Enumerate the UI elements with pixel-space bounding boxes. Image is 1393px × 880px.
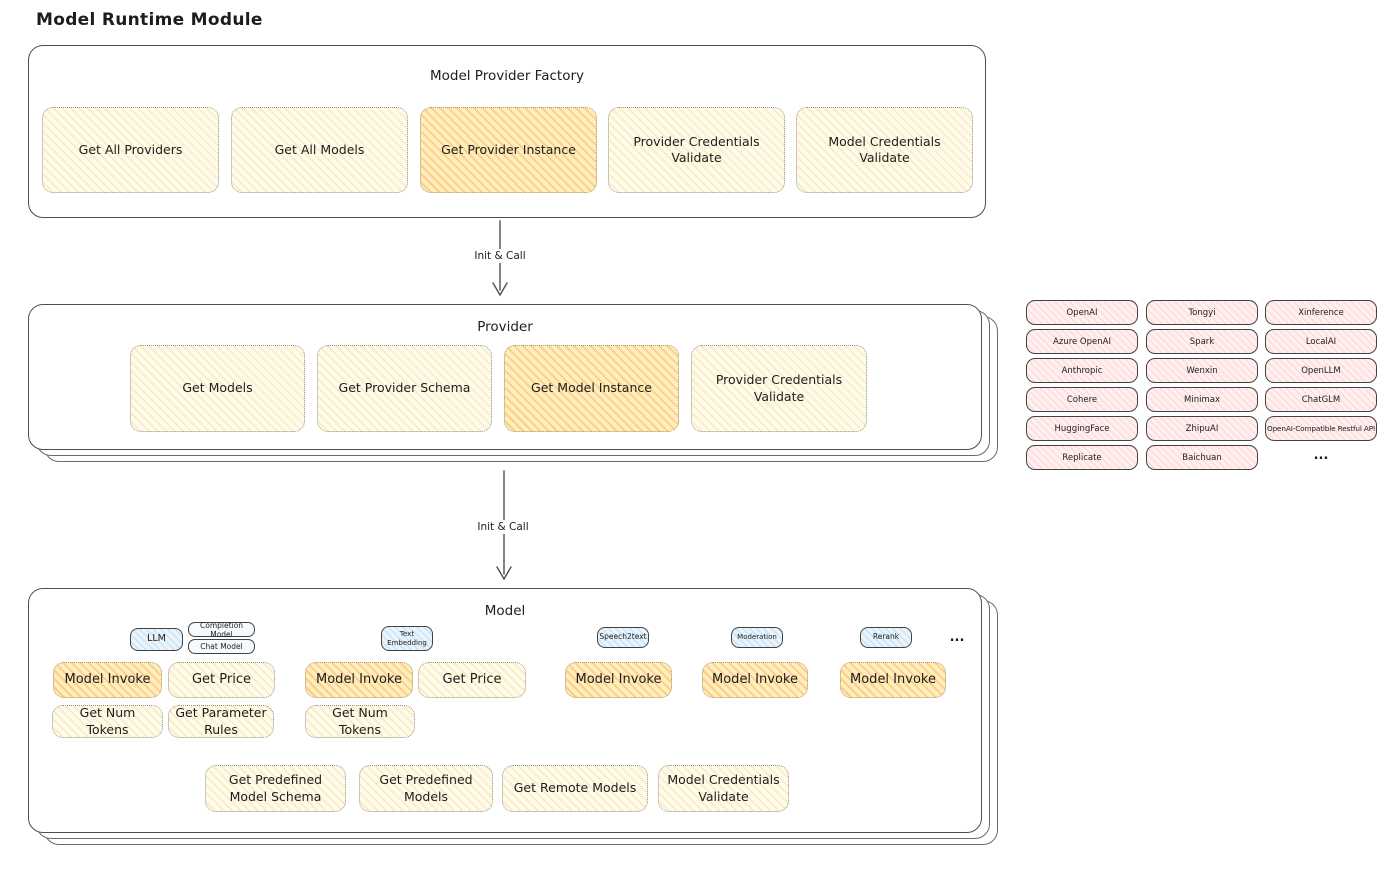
model-op-get-remote-models: Get Remote Models	[502, 765, 648, 812]
provider-pill-minimax: Minimax	[1146, 387, 1258, 412]
arrow-label-init-call-1: Init & Call	[450, 249, 550, 263]
provider-item-get-model-instance: Get Model Instance	[504, 345, 679, 432]
arrow-label-init-call-2: Init & Call	[453, 520, 553, 534]
model-type-tag-rerank: Rerank	[860, 627, 912, 648]
provider-pill-replicate: Replicate	[1026, 445, 1138, 470]
factory-title: Model Provider Factory	[429, 68, 584, 84]
model-op-embedding-get-num-tokens: Get Num Tokens	[305, 705, 415, 738]
model-types-more-dots: ...	[949, 630, 965, 645]
provider-pill-chatglm: ChatGLM	[1265, 387, 1377, 412]
model-op-model-credentials-validate: Model Credentials Validate	[658, 765, 789, 812]
factory-item-model-credentials-validate: Model Credentials Validate	[796, 107, 973, 193]
provider-pill-azure-openai: Azure OpenAI	[1026, 329, 1138, 354]
model-op-llm-get-price: Get Price	[168, 662, 275, 698]
model-op-speech2text-model-invoke: Model Invoke	[565, 662, 672, 698]
model-op-llm-get-num-tokens: Get Num Tokens	[52, 705, 163, 738]
provider-pill-openai: OpenAI	[1026, 300, 1138, 325]
provider-list-more-dots: ...	[1313, 448, 1329, 463]
provider-title: Provider	[477, 319, 533, 335]
provider-item-get-provider-schema: Get Provider Schema	[317, 345, 492, 432]
provider-pill-cohere: Cohere	[1026, 387, 1138, 412]
factory-item-get-all-providers: Get All Providers	[42, 107, 219, 193]
provider-pill-xinference: Xinference	[1265, 300, 1377, 325]
page-title: Model Runtime Module	[36, 10, 263, 30]
provider-pill-wenxin: Wenxin	[1146, 358, 1258, 383]
provider-pill-anthropic: Anthropic	[1026, 358, 1138, 383]
model-op-llm-get-parameter-rules: Get Parameter Rules	[168, 705, 274, 738]
model-type-tag-speech2text: Speech2text	[597, 627, 649, 648]
provider-pill-localai: LocalAI	[1265, 329, 1377, 354]
model-type-tag-llm: LLM	[130, 628, 183, 651]
model-op-embedding-get-price: Get Price	[418, 662, 526, 698]
model-op-rerank-model-invoke: Model Invoke	[840, 662, 946, 698]
model-title: Model	[484, 603, 526, 619]
factory-item-provider-credentials-validate: Provider Credentials Validate	[608, 107, 785, 193]
provider-pill-openai-compatible: OpenAI-Compatible Restful API	[1265, 416, 1377, 441]
model-op-get-predefined-model-schema: Get Predefined Model Schema	[205, 765, 346, 812]
provider-pill-openllm: OpenLLM	[1265, 358, 1377, 383]
model-op-llm-model-invoke: Model Invoke	[53, 662, 162, 698]
provider-pill-spark: Spark	[1146, 329, 1258, 354]
model-op-get-predefined-models: Get Predefined Models	[359, 765, 493, 812]
factory-item-get-provider-instance: Get Provider Instance	[420, 107, 597, 193]
provider-pill-baichuan: Baichuan	[1146, 445, 1258, 470]
provider-pill-huggingface: HuggingFace	[1026, 416, 1138, 441]
provider-item-get-models: Get Models	[130, 345, 305, 432]
model-type-tag-moderation: Moderation	[731, 627, 783, 648]
model-op-embedding-model-invoke: Model Invoke	[305, 662, 413, 698]
model-type-tag-chat-model: Chat Model	[188, 639, 255, 654]
provider-pill-tongyi: Tongyi	[1146, 300, 1258, 325]
model-type-tag-text-embedding: Text Embedding	[381, 626, 433, 651]
model-op-moderation-model-invoke: Model Invoke	[702, 662, 808, 698]
provider-item-provider-credentials-validate: Provider Credentials Validate	[691, 345, 867, 432]
provider-pill-zhipuai: ZhipuAI	[1146, 416, 1258, 441]
factory-item-get-all-models: Get All Models	[231, 107, 408, 193]
model-type-tag-completion-model: Completion Model	[188, 621, 255, 639]
